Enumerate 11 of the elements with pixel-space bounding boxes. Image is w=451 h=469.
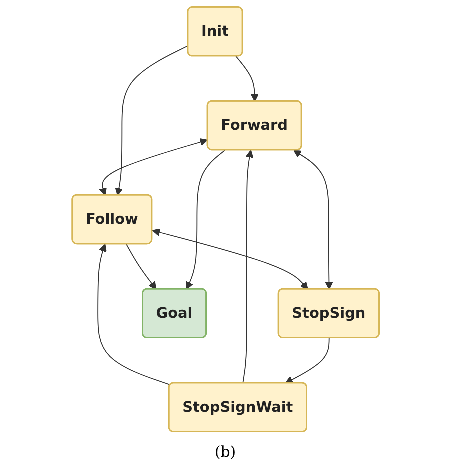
- caption: (b): [214, 442, 236, 463]
- arrow: [99, 138, 208, 196]
- arrow: [97, 244, 171, 386]
- arrow: [284, 338, 330, 384]
- arrow: [293, 150, 333, 290]
- arrow: [235, 56, 258, 102]
- arrow: [152, 228, 308, 290]
- arrow: [114, 45, 188, 196]
- arrow: [186, 150, 226, 290]
- arrow: [242, 150, 254, 384]
- arrow: [126, 244, 156, 290]
